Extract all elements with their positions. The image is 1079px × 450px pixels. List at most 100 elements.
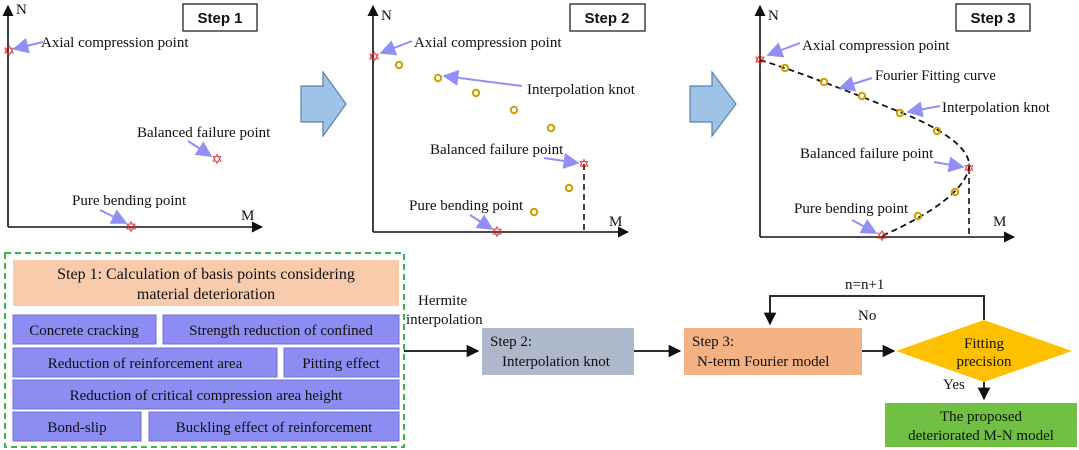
svg-text:The proposed: The proposed <box>940 409 1023 425</box>
svg-text:Concrete cracking: Concrete cracking <box>29 323 139 339</box>
fourier-fitting-curve <box>759 59 970 237</box>
pointer-arrow <box>12 37 44 54</box>
step-3-badge: Step 3 <box>955 3 1031 32</box>
svg-text:Step 2:: Step 2: <box>490 334 532 350</box>
knot-icon <box>950 187 960 197</box>
label-balanced-failure: Balanced failure point <box>430 142 564 158</box>
svg-text:Interpolation knot: Interpolation knot <box>502 354 611 370</box>
svg-text:✡: ✡ <box>211 153 223 168</box>
m-axis-label: M <box>609 214 622 230</box>
step-2-badge: Step 2 <box>569 3 646 32</box>
svg-text:✡: ✡ <box>491 225 504 241</box>
factor-buckling-effect: Buckling effect of reinforcement <box>148 411 400 442</box>
basis-point-icon: ✡ <box>578 158 590 173</box>
knot-icon <box>913 211 923 221</box>
svg-text:✡: ✡ <box>963 162 975 177</box>
svg-text:Step 1: Step 1 <box>197 10 242 27</box>
basis-point-icon: ✡ <box>125 220 138 236</box>
svg-text:Bond-slip: Bond-slip <box>47 420 106 436</box>
knot-icon <box>895 108 905 118</box>
knot-icon <box>433 73 443 83</box>
basis-point-icon: ✡ <box>754 53 767 69</box>
m-axis-label: M <box>993 214 1006 230</box>
label-axial-compression: Axial compression point <box>41 35 189 51</box>
basis-point-icon: ✡ <box>211 153 223 168</box>
svg-text:✡: ✡ <box>876 229 889 245</box>
n-axis-label: N <box>16 2 27 18</box>
pointer-arrow <box>766 42 801 58</box>
pointer-arrow <box>442 69 523 87</box>
svg-text:Strength reduction of confined: Strength reduction of confined <box>189 323 373 339</box>
fitting-precision-decision: Fitting precision <box>896 320 1072 382</box>
label-balanced-failure: Balanced failure point <box>800 146 934 162</box>
label-interpolation-knot: Interpolation knot <box>942 100 1051 116</box>
loop-label: n=n+1 <box>845 277 884 293</box>
block-arrow-icon <box>300 70 347 138</box>
svg-text:Step 2: Step 2 <box>584 10 629 27</box>
panel-step-3: N M Step 3 ✡ ✡ ✡ Axial compression point… <box>754 3 1051 245</box>
svg-text:✡: ✡ <box>368 50 381 66</box>
pointer-arrow <box>851 219 878 234</box>
panel-step-1: N M Step 1 ✡ ✡ ✡ Axial compression point… <box>2 2 271 236</box>
basis-point-icon: ✡ <box>876 229 889 245</box>
svg-text:precision: precision <box>957 354 1012 370</box>
hermite-label-2: interpolation <box>406 312 483 328</box>
label-pure-bending: Pure bending point <box>409 198 524 214</box>
pointer-arrow <box>99 209 128 224</box>
pointer-arrow <box>906 101 941 118</box>
svg-text:Step 3:: Step 3: <box>692 334 734 350</box>
step-1-badge: Step 1 <box>182 3 258 32</box>
hermite-label: Hermite <box>418 293 467 309</box>
pointer-arrow <box>543 152 580 169</box>
label-axial-compression: Axial compression point <box>414 35 562 51</box>
result-box: The proposed deteriorated M-N model <box>885 403 1077 447</box>
m-axis-label: M <box>241 208 254 224</box>
svg-text:N-term Fourier model: N-term Fourier model <box>697 354 829 370</box>
label-axial-compression: Axial compression point <box>802 38 950 54</box>
svg-text:✡: ✡ <box>578 158 590 173</box>
knot-icon <box>564 183 574 193</box>
knot-icon <box>819 77 829 87</box>
interpolation-knots <box>394 60 574 217</box>
factor-pitting-effect: Pitting effect <box>283 347 400 378</box>
pointer-arrow <box>838 76 873 92</box>
yes-label: Yes <box>943 377 965 393</box>
knot-icon <box>546 123 556 133</box>
svg-text:✡: ✡ <box>125 220 138 236</box>
label-fourier-curve: Fourier Fitting curve <box>875 68 996 84</box>
basis-point-icon: ✡ <box>368 50 381 66</box>
step-3-box: Step 3: N-term Fourier model <box>684 328 862 375</box>
step-2-box: Step 2: Interpolation knot <box>482 328 634 375</box>
interpolation-knots <box>780 63 960 221</box>
svg-text:Pitting effect: Pitting effect <box>302 356 380 372</box>
svg-text:deteriorated M-N model: deteriorated M-N model <box>908 428 1054 444</box>
factor-compression-height: Reduction of critical compression area h… <box>12 379 400 410</box>
block-arrow-icon <box>689 70 737 138</box>
pointer-arrow <box>933 156 965 173</box>
pointer-arrow <box>469 214 494 230</box>
n-axis-label: N <box>381 8 392 24</box>
knot-icon <box>857 91 867 101</box>
label-pure-bending: Pure bending point <box>72 193 187 209</box>
pointer-arrow <box>379 40 413 56</box>
factor-concrete-cracking: Concrete cracking <box>12 314 157 345</box>
panel-step-2: N M Step 2 ✡ ✡ ✡ Axial compression point… <box>367 3 646 241</box>
label-pure-bending: Pure bending point <box>794 201 909 217</box>
svg-text:Step 3: Step 3 <box>970 10 1015 27</box>
basis-point-icon: ✡ <box>3 44 16 60</box>
svg-text:Step 1: Calculation of basis: Step 1: Calculation of basis points cons… <box>57 266 355 283</box>
knot-icon <box>471 88 481 98</box>
label-balanced-failure: Balanced failure point <box>137 125 271 141</box>
step-1-container <box>4 252 405 448</box>
no-label: No <box>858 308 876 324</box>
factor-bond-slip: Bond-slip <box>12 411 142 442</box>
svg-text:Reduction of reinforcement are: Reduction of reinforcement area <box>48 356 243 372</box>
knot-icon <box>932 126 942 136</box>
loop-arrow <box>763 295 985 326</box>
step-1-title-box: Step 1: Calculation of basis points cons… <box>13 260 399 306</box>
knot-icon <box>394 60 404 70</box>
svg-text:✡: ✡ <box>3 44 16 60</box>
n-axis-label: N <box>768 8 779 24</box>
svg-text:Reduction of critical compress: Reduction of critical compression area h… <box>70 388 344 404</box>
